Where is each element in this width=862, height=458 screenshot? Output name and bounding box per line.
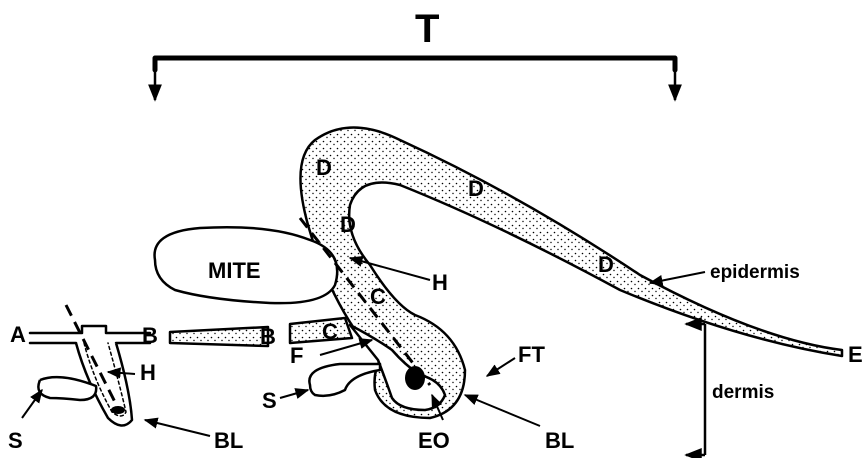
label-B-left: B (142, 323, 158, 348)
bracket-T (155, 58, 675, 100)
label-S-middle: S (262, 388, 277, 413)
left-hair-follicle (30, 305, 150, 426)
label-EO: EO (418, 428, 450, 453)
label-epidermis: epidermis (710, 262, 800, 283)
label-BL-left: BL (214, 428, 243, 453)
label-A: A (10, 322, 26, 347)
label-F: F (290, 343, 303, 368)
label-B-middle: B (260, 324, 276, 349)
label-H-middle: H (432, 270, 448, 295)
label-D-right: D (598, 252, 614, 277)
sac-middle (309, 364, 380, 396)
black-body (405, 366, 425, 390)
label-H-left: H (140, 360, 156, 385)
label-dermis: dermis (712, 382, 774, 403)
label-D-inner: D (340, 212, 356, 237)
label-BL-right: BL (545, 428, 574, 453)
label-C-lower: C (322, 319, 338, 344)
epidermis-strip-B2 (290, 318, 352, 343)
label-D-mid: D (468, 176, 484, 201)
title-T: T (415, 7, 439, 51)
label-C-upper: C (370, 284, 386, 309)
mite-label: MITE (208, 258, 261, 283)
label-E: E (848, 342, 862, 367)
label-S-left: S (8, 428, 23, 453)
label-D-top: D (316, 155, 332, 180)
dermis-bracket (686, 324, 705, 455)
label-FT: FT (518, 342, 545, 367)
epidermis-strip-B (170, 327, 268, 346)
